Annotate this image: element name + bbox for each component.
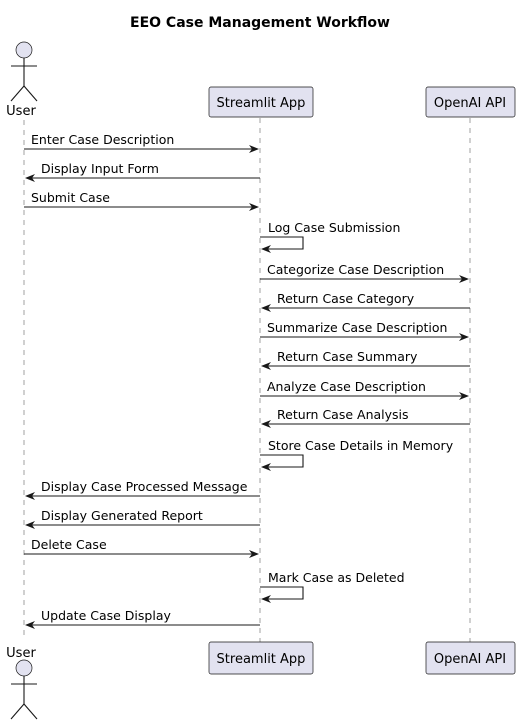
actor-leg-right: [23, 703, 38, 720]
arrow-head: [25, 174, 35, 182]
participant-label: OpenAI API: [434, 652, 506, 667]
actor-user-bottom: User: [6, 646, 38, 720]
message-user-to-app: Submit Case: [24, 190, 259, 211]
arrow-head: [261, 362, 271, 370]
message-label: Delete Case: [31, 537, 107, 552]
participant-label: OpenAI API: [434, 96, 506, 111]
arrow-head: [459, 275, 469, 283]
participant-box: [425, 86, 516, 118]
message-app-to-user: Display Generated Report: [25, 508, 260, 529]
arrow-head: [261, 245, 271, 253]
message-label: Display Input Form: [41, 161, 159, 176]
message-label: Display Case Processed Message: [41, 479, 248, 494]
message-label: Summarize Case Description: [267, 320, 447, 335]
message-label: Return Case Summary: [277, 349, 418, 364]
arrow-head: [261, 463, 271, 471]
message-app-to-user: Display Input Form: [25, 161, 260, 182]
participant-label: Streamlit App: [217, 96, 306, 111]
message-label: Mark Case as Deleted: [268, 570, 405, 585]
self-arrow-line: [260, 586, 304, 600]
self-arrow-line: [260, 236, 304, 250]
message-label: Return Case Analysis: [277, 407, 409, 422]
message-app-to-app: Store Case Details in Memory: [260, 438, 454, 471]
message-label: Display Generated Report: [41, 508, 203, 523]
message-user-to-app: Enter Case Description: [24, 132, 259, 153]
arrow-head: [25, 492, 35, 500]
message-user-to-app: Delete Case: [24, 537, 259, 558]
message-label: Categorize Case Description: [267, 262, 444, 277]
diagram-title: EEO Case Management Workflow: [130, 15, 390, 31]
arrow-head: [25, 621, 35, 629]
arrow-head: [249, 550, 259, 558]
message-app-to-api: Summarize Case Description: [260, 320, 469, 341]
participant-box: [208, 86, 314, 118]
actor-leg-left: [10, 85, 25, 102]
message-label: Update Case Display: [41, 608, 171, 623]
participant-box: [425, 641, 516, 675]
participant-label: Streamlit App: [217, 652, 306, 667]
message-app-to-app: Mark Case as Deleted: [260, 570, 405, 603]
actor-leg-left: [10, 703, 25, 720]
participant-openai-api-top: OpenAI API: [425, 86, 516, 118]
message-label: Enter Case Description: [31, 132, 174, 147]
message-label: Log Case Submission: [268, 220, 400, 235]
arrow-head: [261, 420, 271, 428]
message-app-to-api: Analyze Case Description: [260, 379, 469, 400]
message-app-to-user: Update Case Display: [25, 608, 260, 629]
actor-head: [15, 41, 33, 59]
message-label: Return Case Category: [277, 291, 415, 306]
participant-label: User: [6, 104, 36, 119]
arrow-head: [459, 333, 469, 341]
arrow-head: [459, 392, 469, 400]
self-arrow-line: [260, 454, 304, 468]
participant-box: [208, 641, 314, 675]
participant-streamlit-app-top: Streamlit App: [208, 86, 314, 118]
actor-leg-right: [23, 85, 38, 102]
message-api-to-app: Return Case Category: [261, 291, 470, 312]
actor-user-top: User: [6, 41, 38, 119]
participant-openai-api-bottom: OpenAI API: [425, 641, 516, 675]
message-app-to-app: Log Case Submission: [260, 220, 400, 253]
participant-streamlit-app-bottom: Streamlit App: [208, 641, 314, 675]
arrow-head: [261, 304, 271, 312]
message-api-to-app: Return Case Summary: [261, 349, 470, 370]
arrow-head: [25, 521, 35, 529]
arrow-head: [261, 595, 271, 603]
participant-label: User: [6, 646, 36, 661]
arrow-head: [249, 203, 259, 211]
actor-head: [15, 659, 33, 677]
message-label: Store Case Details in Memory: [268, 438, 454, 453]
message-label: Submit Case: [31, 190, 110, 205]
message-app-to-user: Display Case Processed Message: [25, 479, 260, 500]
message-label: Analyze Case Description: [267, 379, 426, 394]
message-app-to-api: Categorize Case Description: [260, 262, 469, 283]
message-api-to-app: Return Case Analysis: [261, 407, 470, 428]
arrow-head: [249, 145, 259, 153]
